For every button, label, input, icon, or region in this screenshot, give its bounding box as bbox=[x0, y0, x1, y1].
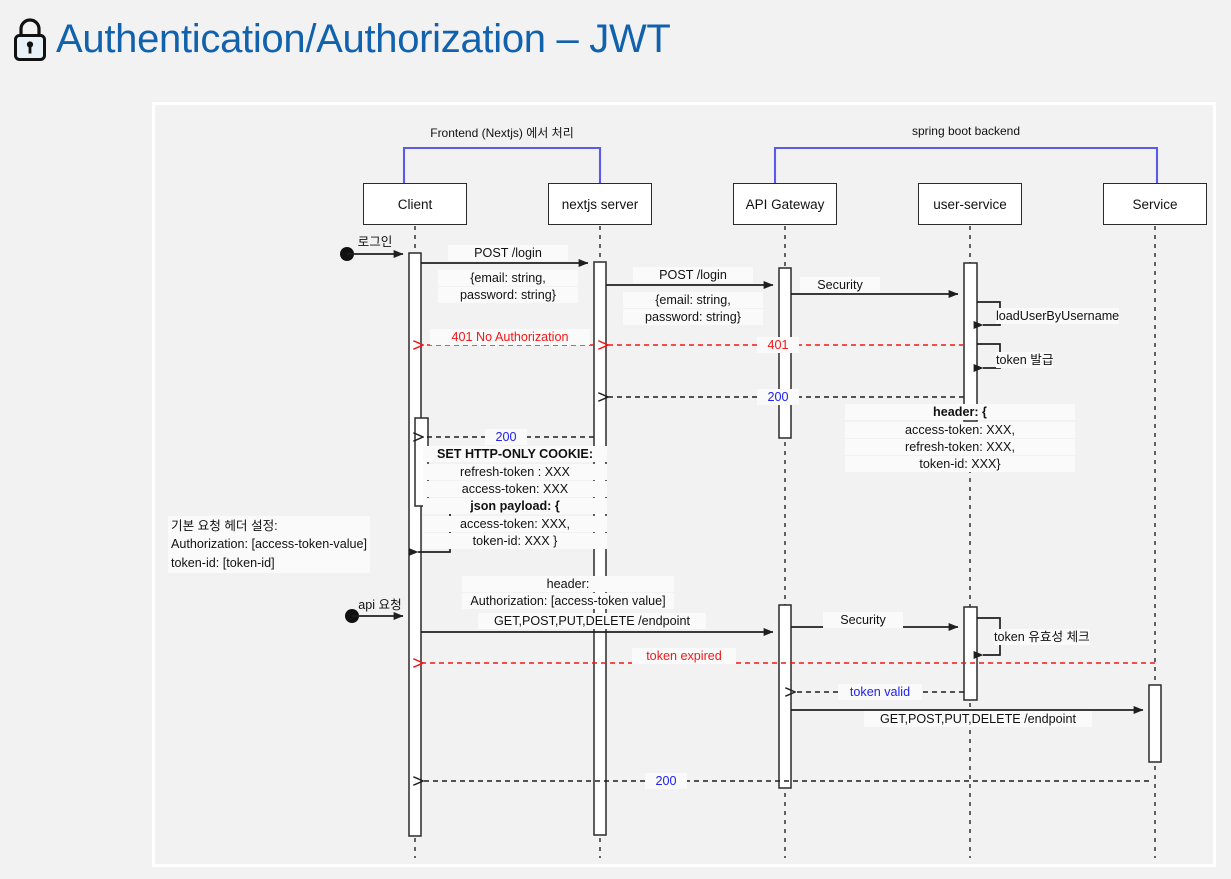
label-post-login-1: POST /login bbox=[448, 245, 568, 262]
label-login-body-2-line2: password: string} bbox=[623, 309, 763, 326]
participant-nextjs-server[interactable]: nextjs server bbox=[548, 183, 652, 225]
label-security-1: Security bbox=[800, 277, 880, 294]
label-security-2: Security bbox=[823, 612, 903, 629]
label-login-actor: 로그인 bbox=[357, 235, 393, 249]
note-line-3: token-id: [token-id] bbox=[171, 555, 275, 570]
label-api-actor: api 요청 bbox=[358, 598, 402, 612]
group-label-backend: spring boot backend bbox=[911, 124, 1021, 138]
label-json-payload-access-token: access-token: XXX, bbox=[423, 516, 607, 533]
note-line-1: 기본 요청 헤더 설정: bbox=[171, 519, 278, 533]
participant-client[interactable]: Client bbox=[363, 183, 467, 225]
label-cookie-title: SET HTTP-ONLY COOKIE: bbox=[423, 446, 607, 463]
diagram-frame bbox=[152, 102, 1216, 867]
label-header-block-line3: refresh-token: XXX, bbox=[845, 439, 1075, 456]
label-200-final: 200 bbox=[645, 773, 687, 790]
label-200-nextjs-to-client: 200 bbox=[485, 429, 527, 446]
label-401-no-authorization: 401 No Authorization bbox=[430, 329, 590, 346]
label-login-body-1-line2: password: string} bbox=[438, 287, 578, 304]
label-header-block-line1: header: { bbox=[845, 404, 1075, 421]
page-title: Authentication/Authorization – JWT bbox=[10, 8, 671, 70]
label-cookie-refresh-token: refresh-token : XXX bbox=[423, 464, 607, 481]
label-token-issue: token 발급 bbox=[996, 352, 1054, 369]
note-default-request-header: 기본 요청 헤더 설정: Authorization: [access-toke… bbox=[168, 516, 371, 573]
label-load-user-by-username: loadUserByUsername bbox=[996, 308, 1120, 325]
participant-service[interactable]: Service bbox=[1103, 183, 1207, 225]
label-http-verbs-endpoint-2: GET,POST,PUT,DELETE /endpoint bbox=[864, 711, 1092, 728]
label-request-header-title: header: bbox=[462, 576, 674, 593]
label-post-login-2: POST /login bbox=[633, 267, 753, 284]
participant-api-gateway[interactable]: API Gateway bbox=[733, 183, 837, 225]
label-header-block-line2: access-token: XXX, bbox=[845, 422, 1075, 439]
label-token-expired: token expired bbox=[632, 648, 736, 665]
label-token-valid: token valid bbox=[838, 684, 922, 701]
label-401-short: 401 bbox=[757, 337, 799, 354]
label-header-block-line4: token-id: XXX} bbox=[845, 456, 1075, 473]
label-cookie-access-token: access-token: XXX bbox=[423, 481, 607, 498]
label-request-header-authorization: Authorization: [access-token value] bbox=[462, 593, 674, 610]
lock-icon bbox=[14, 18, 46, 61]
label-json-payload-token-id: token-id: XXX } bbox=[423, 533, 607, 550]
label-token-validity-check: token 유효성 체크 bbox=[994, 629, 1090, 646]
group-label-frontend: Frontend (Nextjs) 에서 처리 bbox=[430, 126, 574, 140]
label-login-body-2-line1: {email: string, bbox=[623, 292, 763, 309]
label-http-verbs-endpoint-1: GET,POST,PUT,DELETE /endpoint bbox=[478, 613, 706, 630]
participant-user-service[interactable]: user-service bbox=[918, 183, 1022, 225]
label-json-payload-title: json payload: { bbox=[423, 498, 607, 515]
label-login-body-1-line1: {email: string, bbox=[438, 270, 578, 287]
label-200-gateway-to-nextjs: 200 bbox=[757, 389, 799, 406]
note-line-2: Authorization: [access-token-value] bbox=[171, 537, 368, 552]
page-title-text: Authentication/Authorization – JWT bbox=[56, 17, 671, 61]
